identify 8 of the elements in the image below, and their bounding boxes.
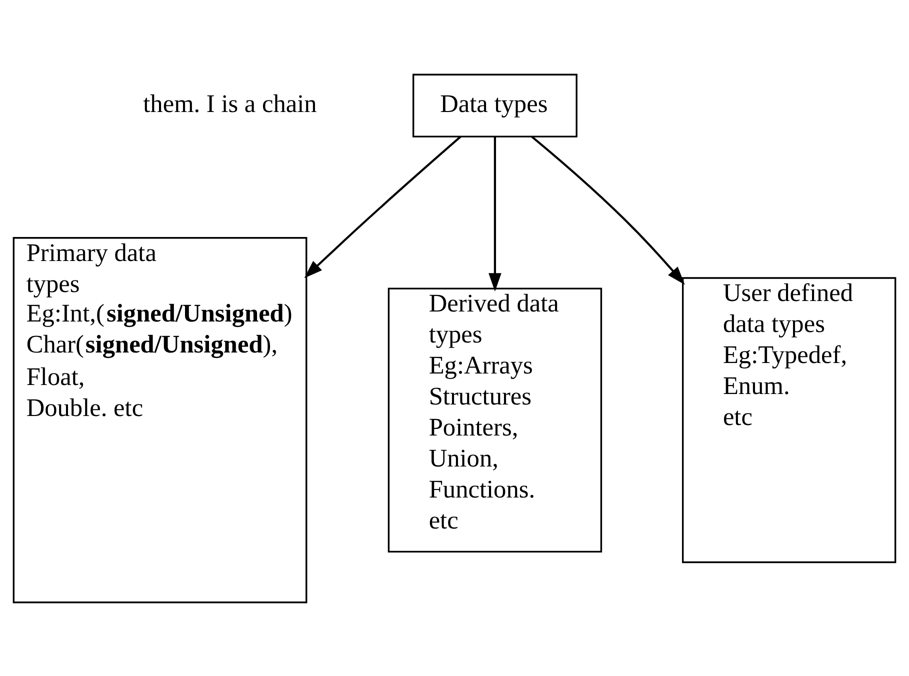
node-box: Derived data types Eg:Arrays Structures Pointers, Union, Functions. etc [388, 287, 602, 552]
arrow [531, 135, 685, 284]
arrow [488, 136, 502, 291]
arrow [304, 135, 462, 278]
node-box: Primary data types Eg:Int,(signed/Unsigned) Char(signed/Unsigned), Float, Double. etc [12, 236, 308, 603]
node-box: User defined data types Eg:Typedef, Enum. etc [682, 276, 896, 563]
label: them. I is a chain [143, 89, 317, 118]
node-box: Data types [412, 73, 578, 137]
